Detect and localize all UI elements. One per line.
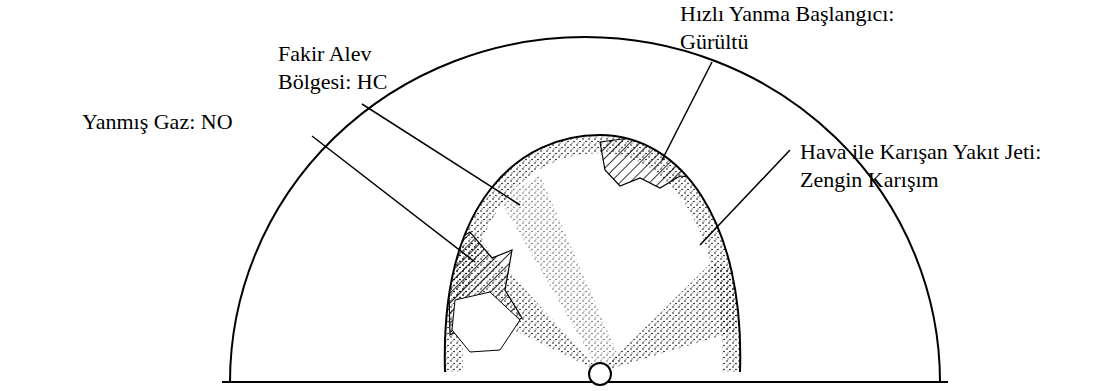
leader-line	[662, 62, 712, 160]
injector-nozzle	[589, 363, 611, 385]
chamber-wall	[230, 37, 940, 382]
callout-label: Hava ile Karışan Yakıt Jeti: Zengin Karı…	[800, 138, 1062, 194]
leader-line	[700, 150, 790, 245]
leader-line	[362, 104, 520, 205]
callout-label: Yanmış Gaz: NO	[82, 108, 233, 136]
piston-line	[222, 381, 948, 383]
callout-label: Hızlı Yanma Başlangıcı: Gürültü	[680, 0, 942, 56]
callout-label: Fakir Alev Bölgesi: HC	[278, 40, 410, 96]
flame-region	[445, 135, 740, 372]
flame-boundary	[445, 135, 740, 372]
leader-line	[312, 136, 475, 262]
